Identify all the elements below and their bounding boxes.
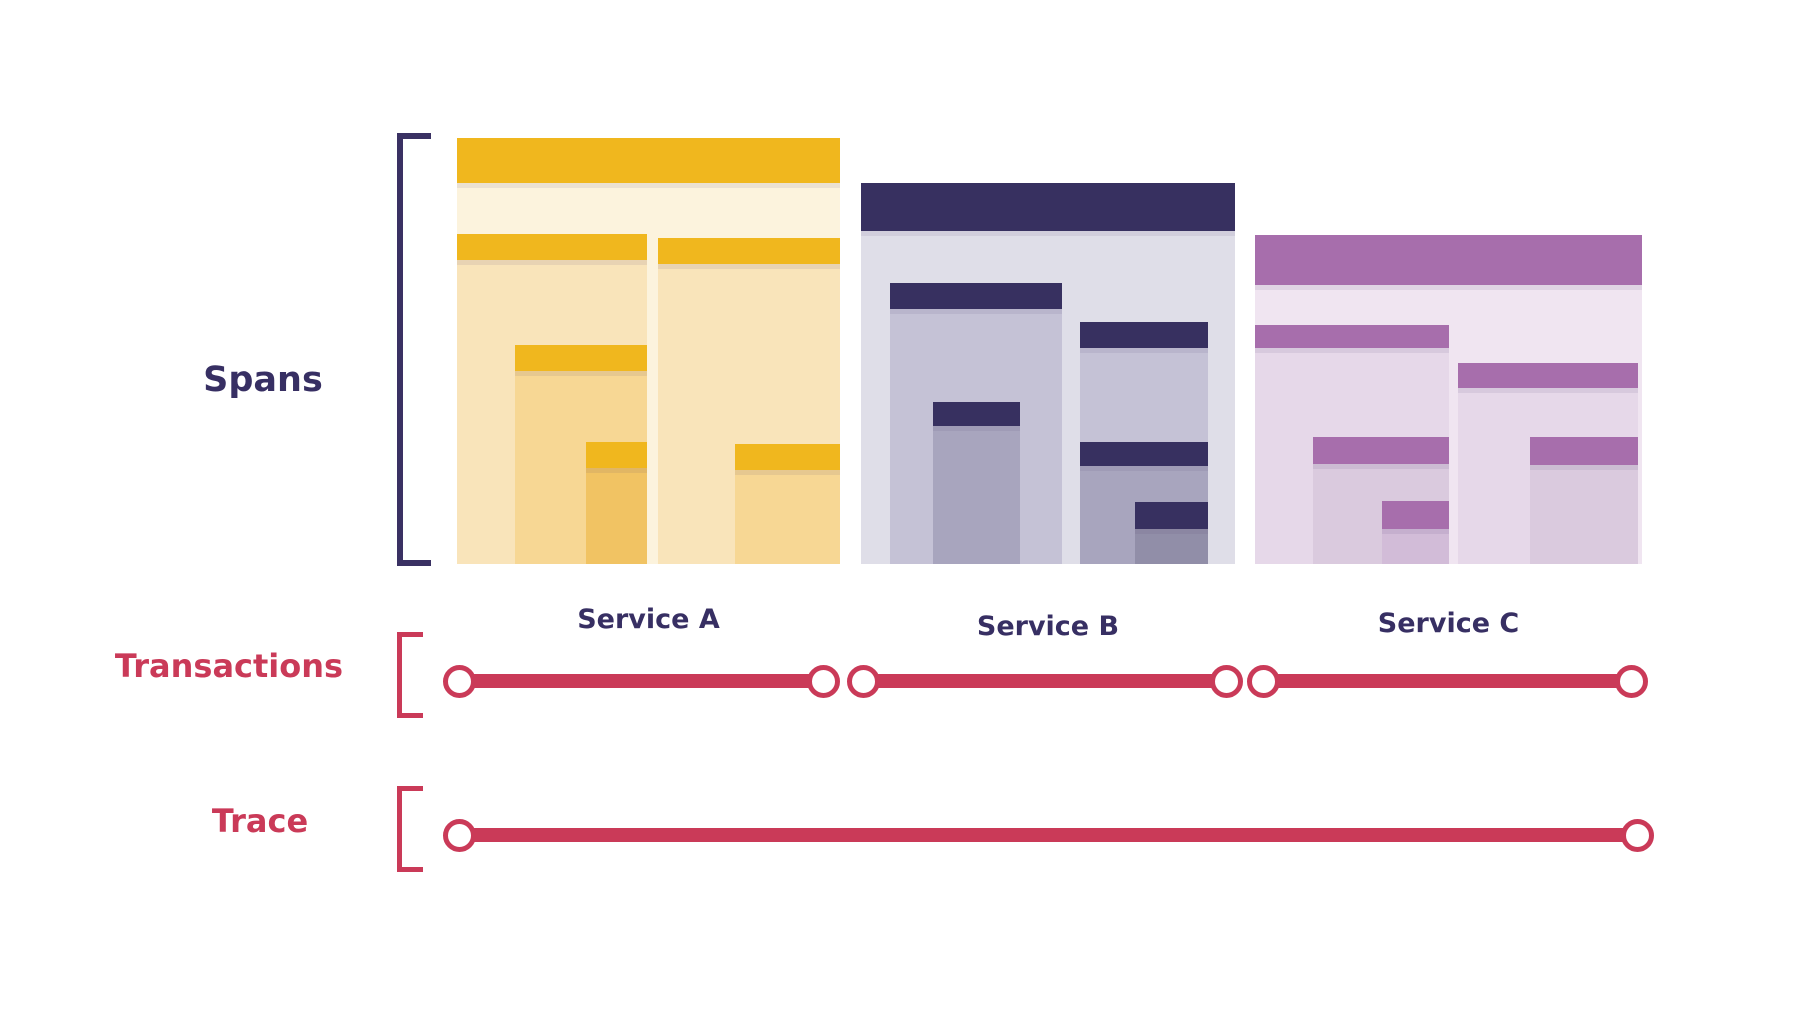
service-c-label: Service C [1377,608,1520,639]
span-header [586,442,647,468]
spans-label: Spans [203,360,323,400]
span-header [1530,437,1638,465]
service-b-label: Service B [976,611,1120,642]
span-header [735,444,840,470]
span-body [933,426,1020,564]
span-body [1135,529,1208,564]
span-body [586,468,647,564]
transaction-1-line [459,674,823,688]
transaction-2-endpoint-icon [1209,664,1243,698]
span-header [1382,501,1449,529]
trace-line [459,828,1637,842]
transaction-1-endpoint-icon [806,664,840,698]
span-header [890,283,1062,309]
transaction-2-line [863,674,1226,688]
span-header [515,345,647,371]
span-header [457,234,647,260]
trace-endpoint-icon [442,818,476,852]
span-header [1313,437,1449,464]
trace-endpoint-icon [1620,818,1654,852]
span-header [1080,442,1208,466]
transactions-label: Transactions [114,647,344,685]
span-header [1458,363,1638,388]
span-header [1255,235,1642,285]
transaction-3-endpoint-icon [1246,664,1280,698]
transaction-2-endpoint-icon [846,664,880,698]
span-header [861,183,1235,231]
span-header [1080,322,1208,348]
span-body [1530,465,1638,564]
service-a-label: Service A [577,604,720,635]
span-header [1135,502,1208,529]
transaction-3-endpoint-icon [1614,664,1648,698]
trace-label: Trace [211,802,309,840]
spans-bracket [397,133,431,566]
transactions-bracket [397,632,423,718]
transaction-1-endpoint-icon [442,664,476,698]
span-body [735,470,840,564]
span-header [1255,325,1449,348]
span-body [1382,529,1449,564]
span-header [933,402,1020,426]
trace-bracket [397,786,423,872]
span-header [457,138,840,183]
transaction-3-line [1263,674,1631,688]
span-header [658,238,840,264]
